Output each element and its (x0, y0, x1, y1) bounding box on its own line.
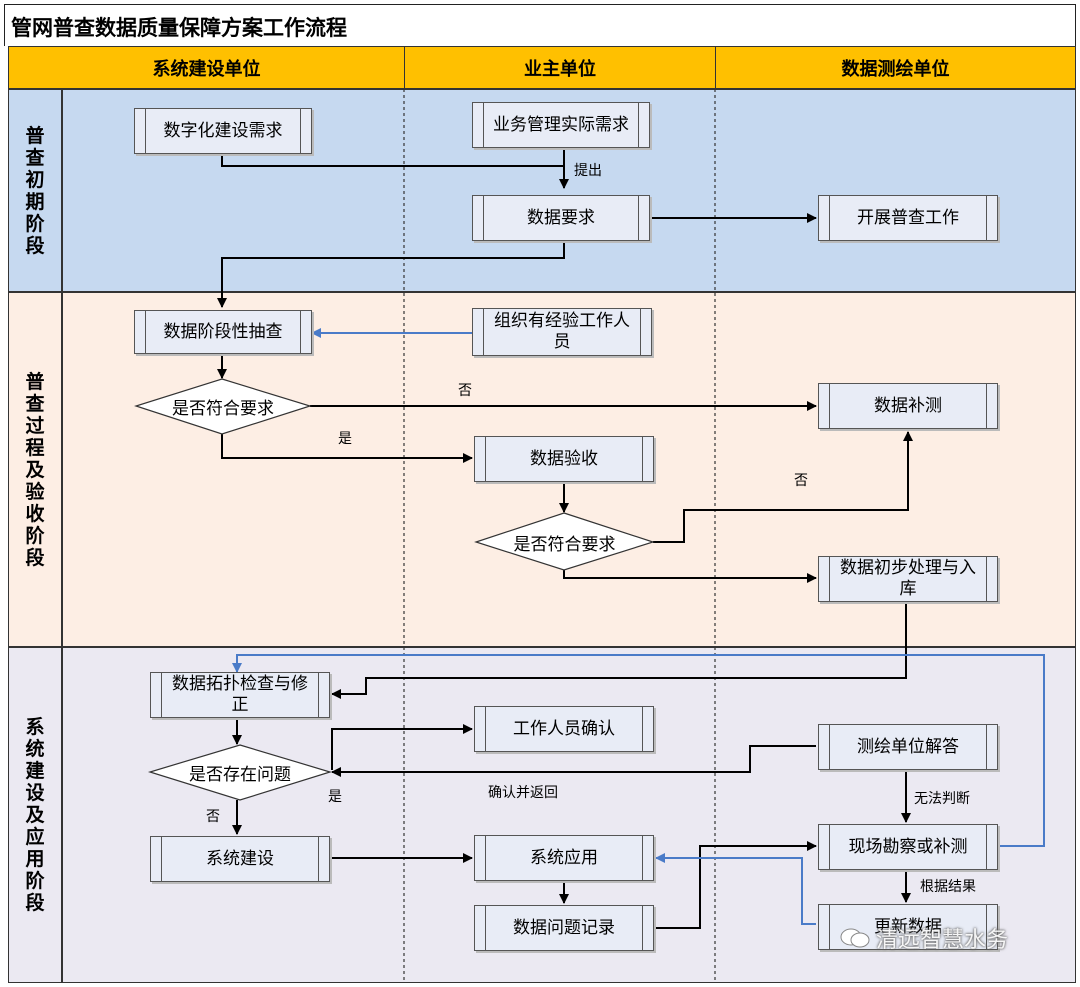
column-header-owner: 业主单位 (404, 46, 716, 89)
label-confirm-return: 确认并返回 (488, 785, 558, 801)
watermark: 清远智慧水务 (840, 922, 1008, 954)
label-no-1: 否 (458, 383, 472, 399)
label-by-result: 根据结果 (920, 879, 976, 895)
box-preprocess-storage: 数据初步处理与入库 (818, 556, 998, 602)
box-system-application: 系统应用 (474, 835, 654, 881)
box-survey-answer: 测绘单位解答 (818, 724, 998, 770)
box-issue-record: 数据问题记录 (474, 905, 654, 951)
decision-has-issue: 是否存在问题 (189, 764, 291, 785)
box-system-build: 系统建设 (150, 836, 330, 882)
box-update-data: 更新数据 (818, 904, 998, 950)
box-data-supplement: 数据补测 (818, 383, 998, 429)
label-yes-3: 是 (328, 789, 342, 805)
label-cannot-judge: 无法判断 (914, 791, 970, 807)
phase-label-process: 普查过程及验收阶段 (8, 292, 62, 647)
box-data-acceptance: 数据验收 (474, 436, 654, 482)
box-topology-check: 数据拓扑检查与修正 (150, 672, 330, 718)
phase-label-system: 系统建设及应用阶段 (8, 647, 62, 983)
wechat-icon (840, 927, 870, 949)
box-business-requirement: 业务管理实际需求 (472, 102, 650, 148)
column-header-system-builder: 系统建设单位 (8, 46, 405, 89)
watermark-text: 清远智慧水务 (876, 928, 1009, 953)
box-stage-check: 数据阶段性抽查 (134, 310, 312, 354)
phase-label-initial: 普查初期阶段 (8, 89, 62, 292)
box-organize-staff: 组织有经验工作人员 (472, 308, 652, 356)
label-no-3: 否 (206, 809, 220, 825)
page-title: 管网普查数据质量保障方案工作流程 (4, 4, 1076, 46)
decision-meet-requirement-1: 是否符合要求 (172, 398, 274, 419)
decision-meet-requirement-2: 是否符合要求 (513, 534, 616, 555)
label-propose: 提出 (574, 163, 602, 179)
column-header-survey-unit: 数据测绘单位 (715, 46, 1076, 89)
label-yes-1: 是 (338, 431, 352, 447)
box-staff-confirm: 工作人员确认 (474, 706, 654, 752)
label-no-2: 否 (794, 473, 808, 489)
box-field-survey: 现场勘察或补测 (818, 824, 998, 870)
box-data-requirement: 数据要求 (472, 195, 650, 241)
box-digital-requirement: 数字化建设需求 (134, 108, 312, 154)
box-start-survey: 开展普查工作 (818, 195, 998, 241)
